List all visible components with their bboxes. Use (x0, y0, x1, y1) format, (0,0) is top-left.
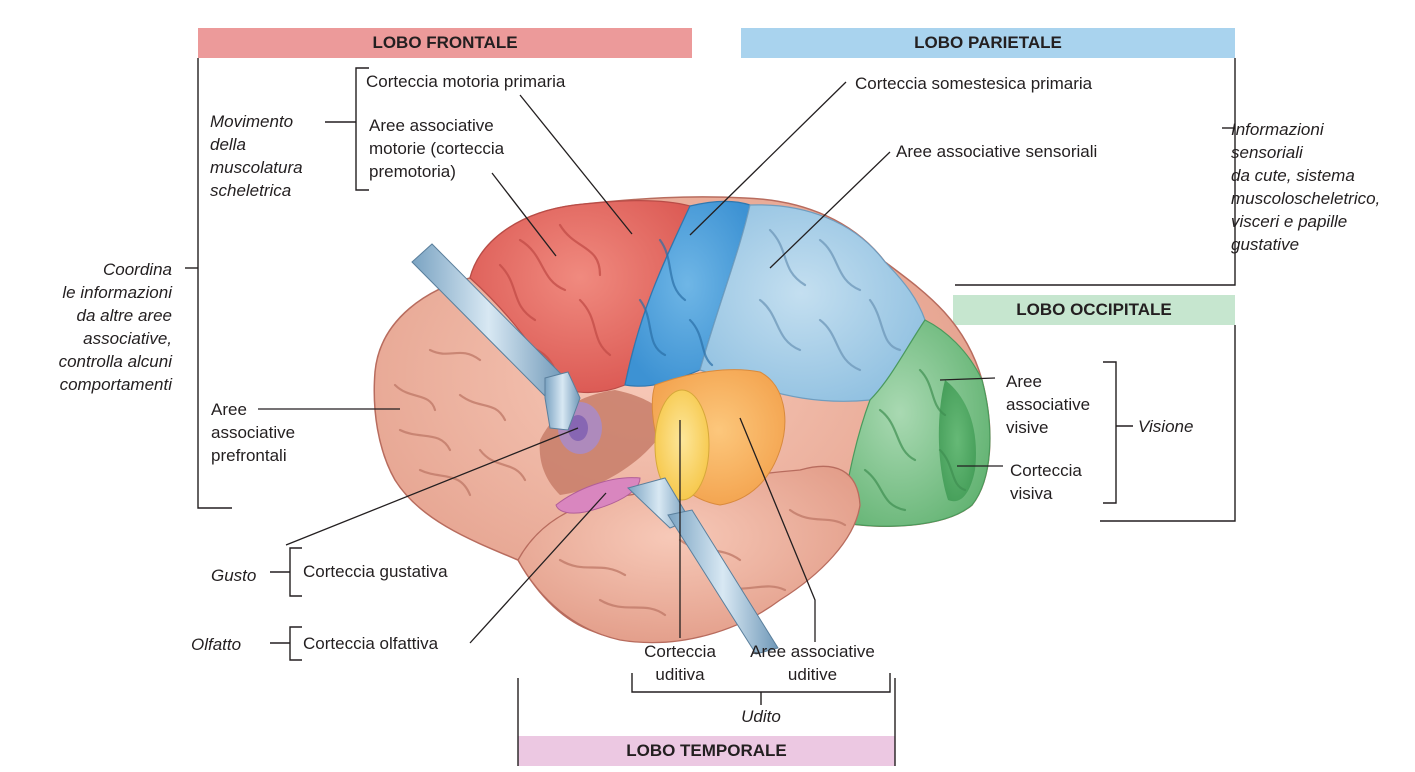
leader-lines (258, 81, 1003, 644)
lobe-frames (185, 58, 1236, 766)
occipital-header-bar (953, 295, 1235, 325)
hearing-label: Udito (741, 707, 781, 726)
vision-label: Visione (1138, 417, 1194, 436)
temporal-lobe-header: LOBO TEMPORALE (518, 736, 895, 766)
visual-assoc-label: Aree associative visive (1006, 372, 1091, 437)
occipital-lobe-header: LOBO OCCIPITALE (953, 295, 1235, 325)
premotor-label: Aree associative motorie (corteccia prem… (369, 116, 505, 181)
frontal-header-bar (198, 28, 692, 58)
smell-label: Olfatto (191, 635, 242, 654)
somatosensory-label: Corteccia somestesica primaria (855, 74, 1093, 93)
prefrontal-label: Aree associative prefrontali (211, 400, 296, 465)
auditory-assoc-label: Aree associative uditive (750, 642, 875, 684)
temporal-lobe-title: LOBO TEMPORALE (626, 741, 787, 760)
olfactory-cortex-label: Corteccia olfattiva (303, 634, 439, 653)
frontal-lobe-title: LOBO FRONTALE (372, 33, 518, 52)
coordination-label: Coordina le informazioni da altre aree a… (58, 260, 172, 394)
parietal-lobe-header: LOBO PARIETALE (741, 28, 1235, 58)
auditory-cortex-label: Corteccia uditiva (644, 642, 716, 684)
temporal-header-bar (518, 736, 895, 766)
sensory-info-label: Informazioni sensoriali da cute, sistema… (1231, 120, 1381, 254)
parietal-header-bar (741, 28, 1235, 58)
sensory-assoc-label: Aree associative sensoriali (896, 142, 1098, 161)
movement-label: Movimento della muscolatura scheletrica (210, 112, 303, 200)
occipital-lobe-title: LOBO OCCIPITALE (1016, 300, 1172, 319)
gustatory-cortex-label: Corteccia gustativa (303, 562, 448, 581)
motor-cortex-label: Corteccia motoria primaria (366, 72, 566, 91)
brain (373, 196, 991, 655)
visual-cortex-label: Corteccia visiva (1010, 461, 1082, 503)
dissection-probes (411, 243, 779, 655)
parietal-lobe-title: LOBO PARIETALE (914, 33, 1062, 52)
taste-label: Gusto (211, 566, 257, 585)
frontal-lobe-header: LOBO FRONTALE (198, 28, 692, 58)
